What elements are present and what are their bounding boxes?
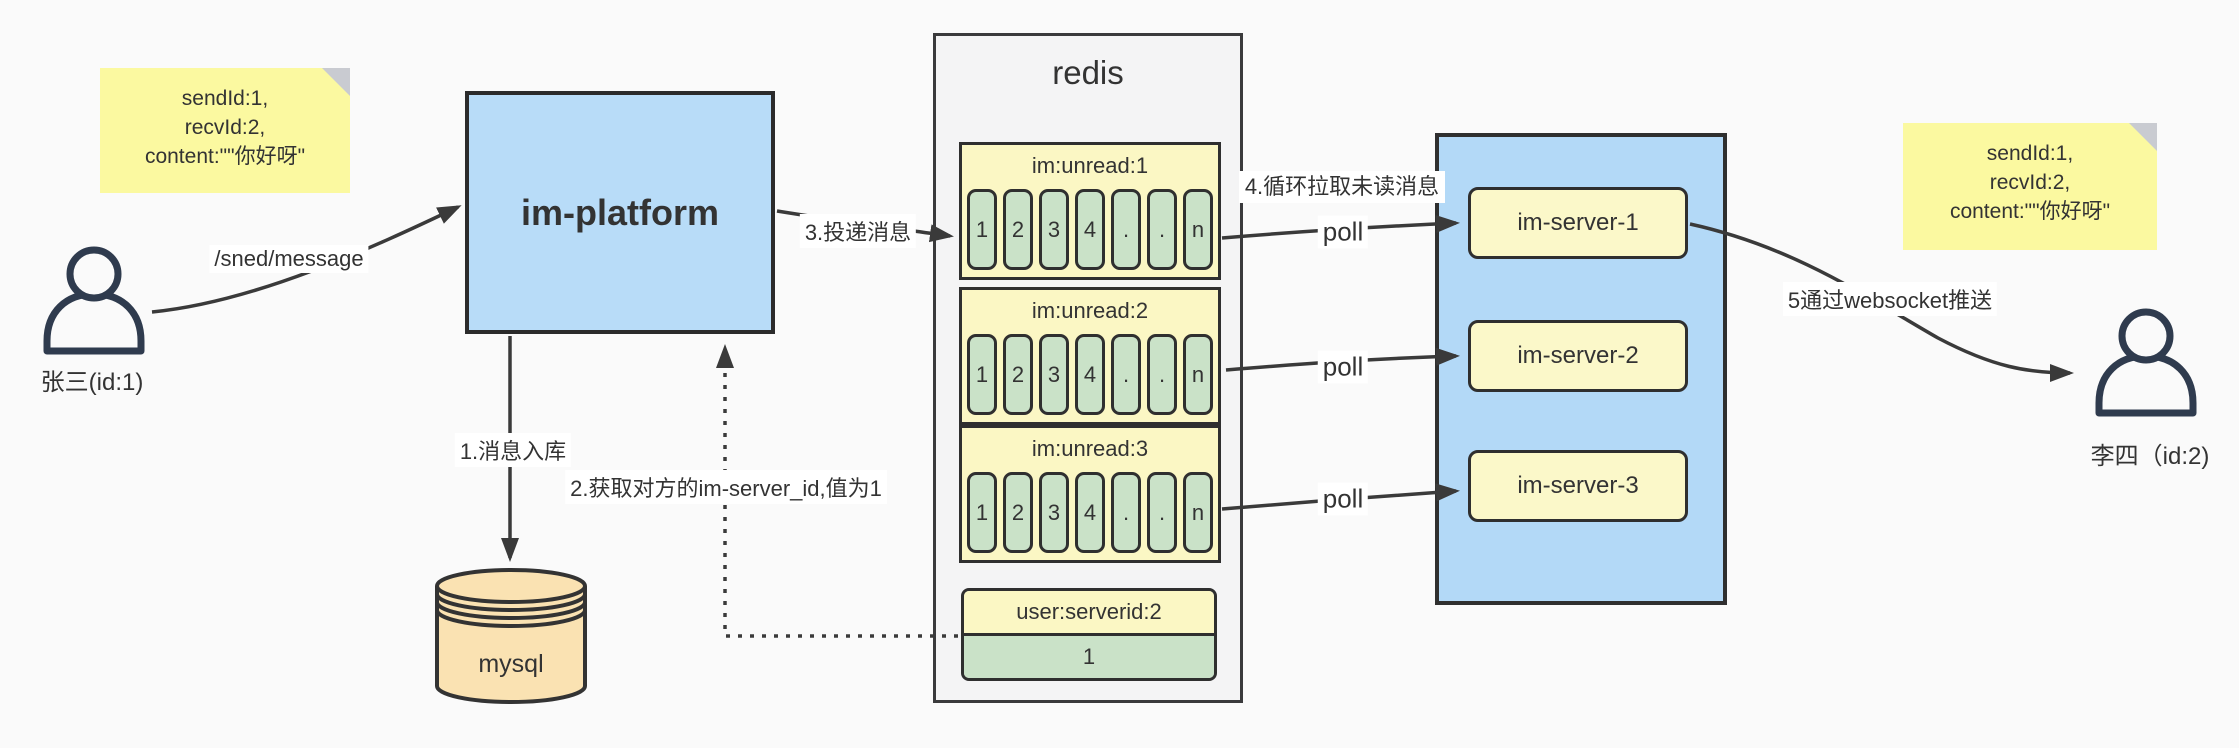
note-line: content:""你好呀"	[1949, 200, 2111, 223]
redis-container: redis im:unread:1 1 2 3 4 . . n im:unrea…	[933, 33, 1243, 703]
cylinder-top	[435, 568, 587, 604]
im-server-label: im-server-1	[1517, 209, 1639, 236]
list-cell: 4	[1075, 472, 1105, 553]
list-cell: 2	[1003, 189, 1033, 270]
note-line: content:""你好呀"	[144, 145, 306, 168]
cylinder-ring	[435, 609, 587, 628]
im-server-2-node: im-server-2	[1468, 320, 1688, 392]
redis-list-unread-1: im:unread:1 1 2 3 4 . . n	[959, 142, 1221, 280]
edge-label-poll-1: poll	[1317, 215, 1369, 249]
list-cell: n	[1183, 189, 1213, 270]
list-cell: 1	[967, 189, 997, 270]
edge-label-send-message: /sned/message	[209, 245, 369, 273]
note-fold-icon	[322, 68, 350, 96]
user-body-shape	[43, 290, 145, 355]
im-platform-node: im-platform	[465, 91, 775, 334]
list-cell: .	[1111, 189, 1141, 270]
user-icon-sender	[43, 246, 145, 355]
note-line: sendId:1,	[1986, 142, 2074, 165]
redis-list-key: im:unread:2	[1031, 298, 1149, 323]
list-cell: .	[1111, 472, 1141, 553]
list-cell: n	[1183, 334, 1213, 415]
redis-list-unread-3: im:unread:3 1 2 3 4 . . n	[959, 425, 1221, 563]
sender-label: 张三(id:1)	[40, 369, 144, 396]
mysql-label: mysql	[478, 650, 544, 678]
kv-key: user:serverid:2	[964, 591, 1214, 636]
edge-label-step4: 4.循环拉取未读消息	[1239, 171, 1445, 203]
note-line: recvId:2,	[184, 116, 266, 139]
mysql-database-icon	[435, 568, 587, 704]
redis-list-cells: 1 2 3 4 . . n	[967, 334, 1213, 415]
redis-list-cells: 1 2 3 4 . . n	[967, 189, 1213, 270]
edge-label-step3: 3.投递消息	[799, 214, 917, 248]
im-platform-label: im-platform	[521, 191, 719, 233]
im-server-cluster: im-server-1 im-server-2 im-server-3	[1435, 133, 1727, 605]
cylinder-ring	[435, 593, 587, 612]
user-head-shape	[66, 246, 122, 302]
im-server-label: im-server-2	[1517, 342, 1639, 369]
edge-label-step5: 5通过websocket推送	[1782, 282, 1998, 316]
list-cell: .	[1147, 472, 1177, 553]
list-cell: .	[1147, 334, 1177, 415]
im-server-1-node: im-server-1	[1468, 187, 1688, 259]
redis-list-unread-2: im:unread:2 1 2 3 4 . . n	[959, 287, 1221, 425]
edge-label-poll-2: poll	[1317, 350, 1369, 384]
edge-label-poll-3: poll	[1317, 482, 1369, 516]
list-cell: .	[1147, 189, 1177, 270]
user-head-shape	[2118, 308, 2174, 364]
edge-label-step2: 2.获取对方的im-server_id,值为1	[565, 470, 887, 504]
note-line: recvId:2,	[1989, 171, 2071, 194]
list-cell: 2	[1003, 334, 1033, 415]
list-cell: 1	[967, 334, 997, 415]
list-cell: 1	[967, 472, 997, 553]
redis-list-key: im:unread:3	[1031, 436, 1149, 461]
list-cell: 3	[1039, 472, 1069, 553]
redis-list-key: im:unread:1	[1031, 153, 1149, 178]
message-note-right: sendId:1, recvId:2, content:""你好呀"	[1903, 123, 2157, 250]
receiver-label: 李四（id:2)	[2090, 443, 2210, 470]
kv-value: 1	[964, 636, 1214, 678]
list-cell: 2	[1003, 472, 1033, 553]
redis-kv-user-serverid: user:serverid:2 1	[961, 588, 1217, 681]
cylinder-ring	[435, 601, 587, 620]
user-body-shape	[2095, 352, 2197, 417]
list-cell: n	[1183, 472, 1213, 553]
edge-label-step1: 1.消息入库	[454, 433, 572, 467]
list-cell: 3	[1039, 334, 1069, 415]
message-note-left: sendId:1, recvId:2, content:""你好呀"	[100, 68, 350, 193]
list-cell: 4	[1075, 334, 1105, 415]
redis-list-cells: 1 2 3 4 . . n	[967, 472, 1213, 553]
note-line: sendId:1,	[181, 87, 269, 110]
list-cell: .	[1111, 334, 1141, 415]
im-server-3-node: im-server-3	[1468, 450, 1688, 522]
redis-title: redis	[1052, 54, 1124, 91]
list-cell: 3	[1039, 189, 1069, 270]
list-cell: 4	[1075, 189, 1105, 270]
user-icon-receiver	[2095, 308, 2197, 417]
im-server-label: im-server-3	[1517, 472, 1639, 499]
note-fold-icon	[2129, 123, 2157, 151]
